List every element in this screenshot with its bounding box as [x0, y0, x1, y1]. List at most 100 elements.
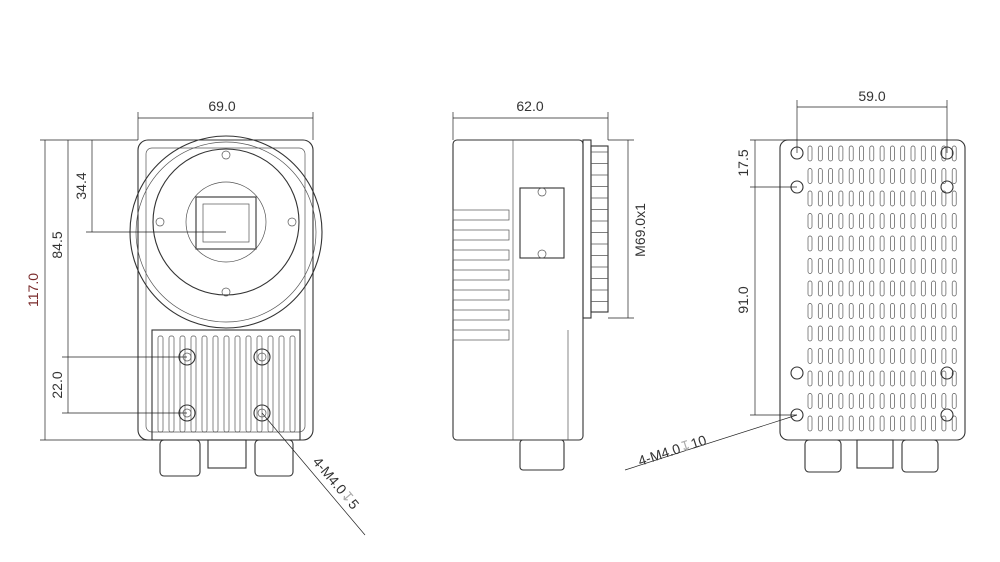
back-slot	[828, 145, 833, 162]
back-slot	[807, 213, 813, 229]
back-slot	[817, 145, 823, 162]
back-slot	[869, 168, 875, 184]
back-slot	[890, 168, 895, 184]
dim-width-label: 69.0	[208, 98, 235, 114]
back-slot	[941, 348, 947, 364]
back-slot	[910, 190, 916, 207]
back-slot	[900, 213, 906, 229]
back-slot	[817, 168, 823, 184]
heatsink-fin	[179, 335, 186, 433]
back-slot	[931, 303, 936, 319]
back-slot	[807, 280, 813, 297]
leader-line	[624, 414, 798, 471]
back-slot	[859, 258, 864, 274]
back-slot	[920, 370, 926, 387]
back-slot	[807, 325, 813, 342]
back-slot	[941, 325, 947, 342]
screw-icon	[221, 150, 231, 160]
back-slot	[838, 325, 844, 342]
back-slot	[859, 213, 864, 229]
lens-mount	[152, 148, 300, 296]
back-slot	[838, 370, 844, 387]
back-slot	[828, 280, 833, 297]
screw-icon	[221, 287, 231, 297]
back-slot	[951, 303, 957, 319]
back-slot	[817, 393, 823, 409]
back-slot	[900, 280, 906, 297]
back-slot	[920, 235, 926, 252]
back-slot	[869, 303, 875, 319]
back-slot	[941, 190, 947, 207]
mount-hole	[940, 180, 954, 194]
back-slot	[807, 348, 813, 364]
back-slot	[807, 370, 813, 387]
heatsink-fin	[157, 335, 164, 433]
back-slot	[838, 168, 844, 184]
back-slot	[828, 393, 833, 409]
back-slot	[817, 348, 823, 364]
back-slot	[807, 190, 813, 207]
back-slot	[859, 235, 864, 252]
back-slot	[859, 168, 864, 184]
back-slot	[859, 190, 864, 207]
heatsink-fin	[223, 335, 230, 433]
back-slot	[859, 280, 864, 297]
back-slot	[890, 303, 895, 319]
heatsink-fin	[168, 335, 175, 433]
back-slot	[931, 258, 936, 274]
back-slot	[828, 348, 833, 364]
back-slot	[910, 235, 916, 252]
back-slot	[910, 280, 916, 297]
back-slot	[807, 393, 813, 409]
back-slot	[951, 190, 957, 207]
back-slot	[920, 258, 926, 274]
back-slot	[817, 415, 823, 432]
back-slot	[900, 325, 906, 342]
back-slot	[951, 235, 957, 252]
back-slot	[890, 280, 895, 297]
back-slot	[859, 393, 864, 409]
connector	[856, 439, 894, 469]
back-slot	[879, 415, 885, 432]
back-slot	[910, 303, 916, 319]
back-slot	[838, 280, 844, 297]
back-slot	[910, 370, 916, 387]
back-slot	[838, 235, 844, 252]
back-slot	[890, 325, 895, 342]
connector	[901, 439, 939, 473]
back-slot	[931, 213, 936, 229]
back-slot	[838, 258, 844, 274]
back-slot	[890, 348, 895, 364]
back-slot	[941, 168, 947, 184]
side-fin	[452, 269, 510, 281]
back-slot	[848, 168, 854, 184]
heatsink-fin	[190, 335, 197, 433]
back-slot	[890, 145, 895, 162]
back-slot	[828, 235, 833, 252]
back-slot	[879, 258, 885, 274]
back-slot	[869, 348, 875, 364]
back-slot	[951, 168, 957, 184]
back-slot	[807, 303, 813, 319]
back-slot	[920, 348, 926, 364]
screw-icon	[155, 217, 165, 227]
back-slot	[838, 303, 844, 319]
back-view: 59.0 17.5 91.0 4-M4.0↧10	[624, 88, 966, 473]
back-slot	[879, 348, 885, 364]
back-slot	[920, 393, 926, 409]
front-view: 69.0 117.0 84.5 34.4 22.0 4-M4.0↧5	[25, 98, 366, 536]
back-slot	[951, 258, 957, 274]
side-fin	[452, 229, 510, 241]
back-slot	[941, 145, 947, 162]
back-slot	[828, 325, 833, 342]
lens-flange	[582, 139, 592, 319]
back-slot	[869, 190, 875, 207]
screw-icon	[537, 187, 547, 197]
back-slot	[951, 145, 957, 162]
back-slot	[848, 258, 854, 274]
back-slot	[900, 145, 906, 162]
back-slot	[931, 393, 936, 409]
front-body-inner	[145, 147, 306, 433]
back-slot	[920, 415, 926, 432]
back-slot	[879, 393, 885, 409]
